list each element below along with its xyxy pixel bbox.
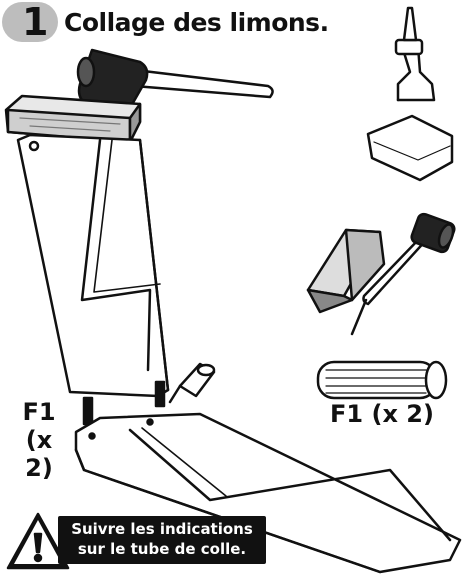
warning-line2: sur le tube de colle. [77, 540, 247, 558]
dowel-icon [316, 360, 448, 400]
dowel-label-right: F1 (x 2) [330, 400, 434, 428]
step-badge [2, 2, 58, 42]
stringer-lying [74, 412, 462, 574]
dowel-label-left-line1: F1 [22, 398, 56, 426]
dowel-label-left-line2: (x 2) [25, 426, 53, 482]
wood-block-icon [4, 94, 142, 144]
wood-block-icon [306, 228, 386, 314]
mallet-icon [76, 48, 274, 117]
warning-triangle-icon [6, 512, 70, 570]
glue-bottle-icon [394, 6, 436, 102]
step-title: Collage des limons. [64, 8, 329, 37]
dowel-label-left: F1 (x 2) [8, 398, 70, 482]
mallet-icon [350, 212, 456, 336]
stringer-upright [16, 133, 170, 398]
glue-bottle-icon [168, 362, 216, 404]
step-number: 1 [22, 0, 49, 44]
warning-box: Suivre les indications sur le tube de co… [58, 516, 266, 564]
cloth-icon [366, 114, 454, 182]
warning-line1: Suivre les indications [71, 520, 253, 538]
